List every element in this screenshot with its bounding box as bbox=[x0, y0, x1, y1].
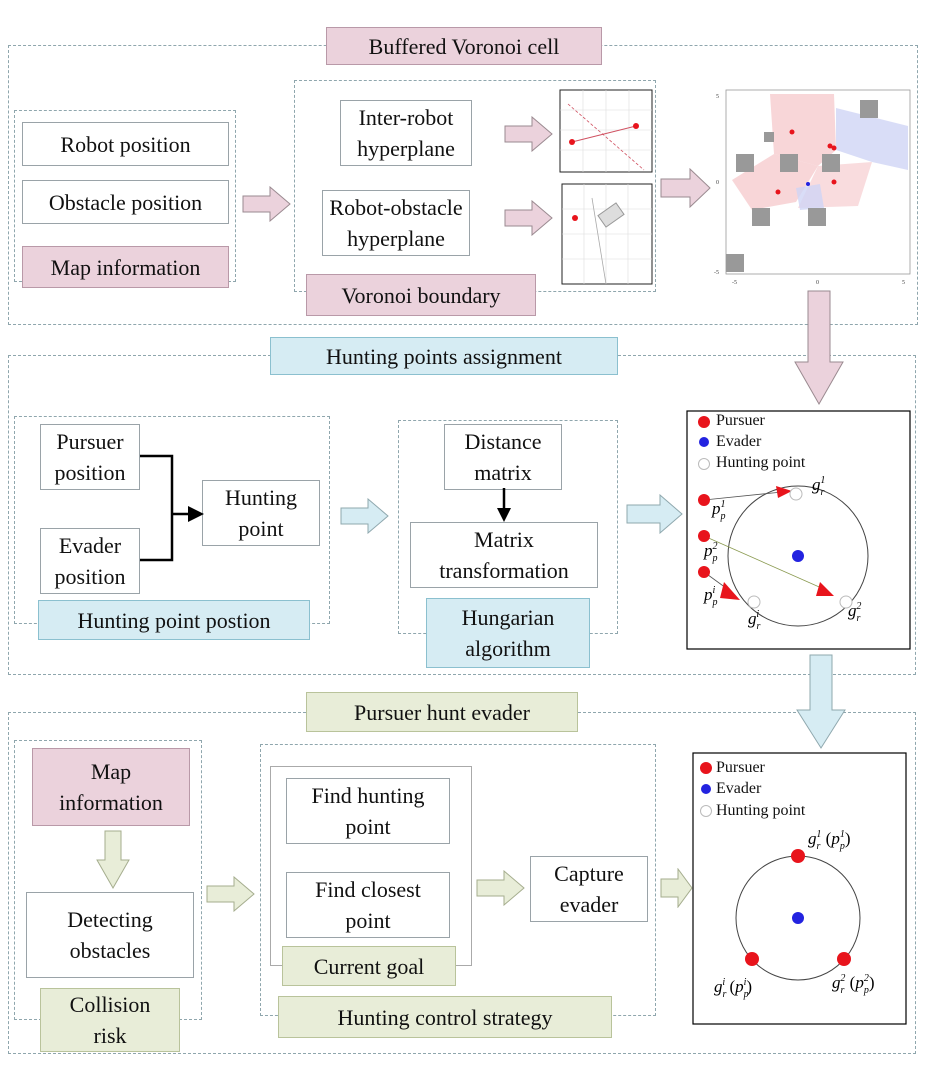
svg-text:gr2: gr2 bbox=[848, 601, 861, 624]
hunting-point-box: Hunting point bbox=[202, 480, 320, 546]
svg-text:pp1: pp1 bbox=[711, 499, 726, 522]
pursuer-position-box: Pursuer position bbox=[40, 424, 140, 490]
block-arrow-down-icon bbox=[96, 830, 130, 890]
svg-text:-5: -5 bbox=[714, 270, 719, 276]
map-information-box: Map information bbox=[32, 748, 190, 826]
hunting-point-position-label: Hunting point postion bbox=[38, 600, 310, 640]
collision-risk-label: Collision risk bbox=[40, 988, 180, 1052]
legend-evader-2: Evader bbox=[716, 780, 762, 797]
hunting-control-strategy-label: Hunting control strategy bbox=[278, 996, 612, 1038]
svg-text:gr1: gr1 bbox=[812, 475, 825, 498]
robot-obstacle-hyperplane-text: Robot-obstacle hyperplane bbox=[329, 195, 463, 251]
block-arrow-right-icon bbox=[242, 186, 291, 222]
svg-text:ppi: ppi bbox=[703, 585, 718, 608]
evader-position-text: Evader position bbox=[54, 533, 126, 589]
hungarian-algorithm-label: Hungarian algorithm bbox=[426, 598, 590, 668]
block-arrow-right-icon bbox=[476, 870, 525, 906]
capture-evader-text: Capture evader bbox=[554, 861, 624, 917]
pursuer-position-text: Pursuer position bbox=[54, 429, 126, 485]
robot-obstacle-plot bbox=[561, 183, 653, 285]
detecting-obstacles-text: Detecting obstacles bbox=[67, 907, 153, 963]
down-connector-arrow bbox=[497, 488, 511, 522]
matrix-transformation-box: Matrix transformation bbox=[410, 522, 598, 588]
block-arrow-right-icon bbox=[206, 876, 255, 912]
svg-text:gr2 (pp2): gr2 (pp2) bbox=[832, 973, 875, 996]
find-hunting-point-text: Find hunting point bbox=[311, 783, 425, 839]
block-arrow-right-icon bbox=[626, 494, 683, 534]
robot-obstacle-hyperplane-box: Robot-obstacle hyperplane bbox=[322, 190, 470, 256]
voronoi-map-plot: 5 0 -5 -5 0 5 bbox=[714, 89, 911, 286]
detecting-obstacles-box: Detecting obstacles bbox=[26, 892, 194, 978]
legend-pursuer-1: Pursuer bbox=[716, 412, 765, 429]
find-closest-point-text: Find closest point bbox=[315, 877, 421, 933]
section-title-voronoi: Buffered Voronoi cell bbox=[326, 27, 602, 65]
hunting-point-text: Hunting point bbox=[224, 485, 298, 541]
section-title-pursuit: Pursuer hunt evader bbox=[306, 692, 578, 732]
legend-hunting-point-2: Hunting point bbox=[716, 802, 806, 819]
capture-diagram: gr1 (pp1) gr2 (pp2) gri (ppi) bbox=[692, 752, 907, 1025]
robot-position-box: Robot position bbox=[22, 122, 229, 166]
inter-robot-hyperplane-box: Inter-robot hyperplane bbox=[340, 100, 472, 166]
block-arrow-right-icon bbox=[504, 200, 553, 236]
assignment-diagram: gr1 pp1 pp2 ppi gr2 gri bbox=[686, 410, 911, 650]
merge-connector bbox=[140, 454, 204, 562]
svg-text:gri: gri bbox=[748, 609, 761, 632]
svg-text:0: 0 bbox=[716, 180, 719, 186]
block-arrow-down-icon bbox=[796, 654, 846, 749]
collision-risk-text: Collision risk bbox=[69, 992, 151, 1048]
svg-text:pp2: pp2 bbox=[703, 541, 718, 564]
block-arrow-right-icon bbox=[660, 868, 693, 908]
hungarian-algorithm-text: Hungarian algorithm bbox=[461, 605, 555, 661]
block-arrow-down-icon bbox=[794, 290, 844, 406]
section-title-hunting: Hunting points assignment bbox=[270, 337, 618, 375]
evader-position-box: Evader position bbox=[40, 528, 140, 594]
distance-matrix-box: Distance matrix bbox=[444, 424, 562, 490]
svg-text:gr1 (pp1): gr1 (pp1) bbox=[808, 829, 851, 852]
map-information-label: Map information bbox=[22, 246, 229, 288]
capture-evader-box: Capture evader bbox=[530, 856, 648, 922]
voronoi-boundary-label: Voronoi boundary bbox=[306, 274, 536, 316]
svg-text:-5: -5 bbox=[732, 280, 737, 286]
current-goal-label: Current goal bbox=[282, 946, 456, 986]
obstacle-position-box: Obstacle position bbox=[22, 180, 229, 224]
legend-pursuer-2: Pursuer bbox=[716, 759, 765, 776]
block-arrow-right-icon bbox=[340, 498, 389, 534]
svg-text:5: 5 bbox=[716, 94, 719, 100]
svg-text:5: 5 bbox=[902, 280, 905, 286]
inter-robot-hyperplane-text: Inter-robot hyperplane bbox=[357, 105, 455, 161]
inter-robot-plot bbox=[559, 89, 653, 173]
matrix-transformation-text: Matrix transformation bbox=[439, 527, 569, 583]
block-arrow-right-icon bbox=[660, 168, 711, 208]
map-information-text: Map information bbox=[59, 759, 163, 815]
legend-evader-1: Evader bbox=[716, 433, 762, 450]
find-closest-point-box: Find closest point bbox=[286, 872, 450, 938]
distance-matrix-text: Distance matrix bbox=[464, 429, 542, 485]
block-arrow-right-icon bbox=[504, 116, 553, 152]
svg-text:0: 0 bbox=[816, 280, 819, 286]
svg-text:gri (ppi): gri (ppi) bbox=[714, 977, 752, 1000]
legend-hunting-point-1: Hunting point bbox=[716, 454, 806, 471]
find-hunting-point-box: Find hunting point bbox=[286, 778, 450, 844]
